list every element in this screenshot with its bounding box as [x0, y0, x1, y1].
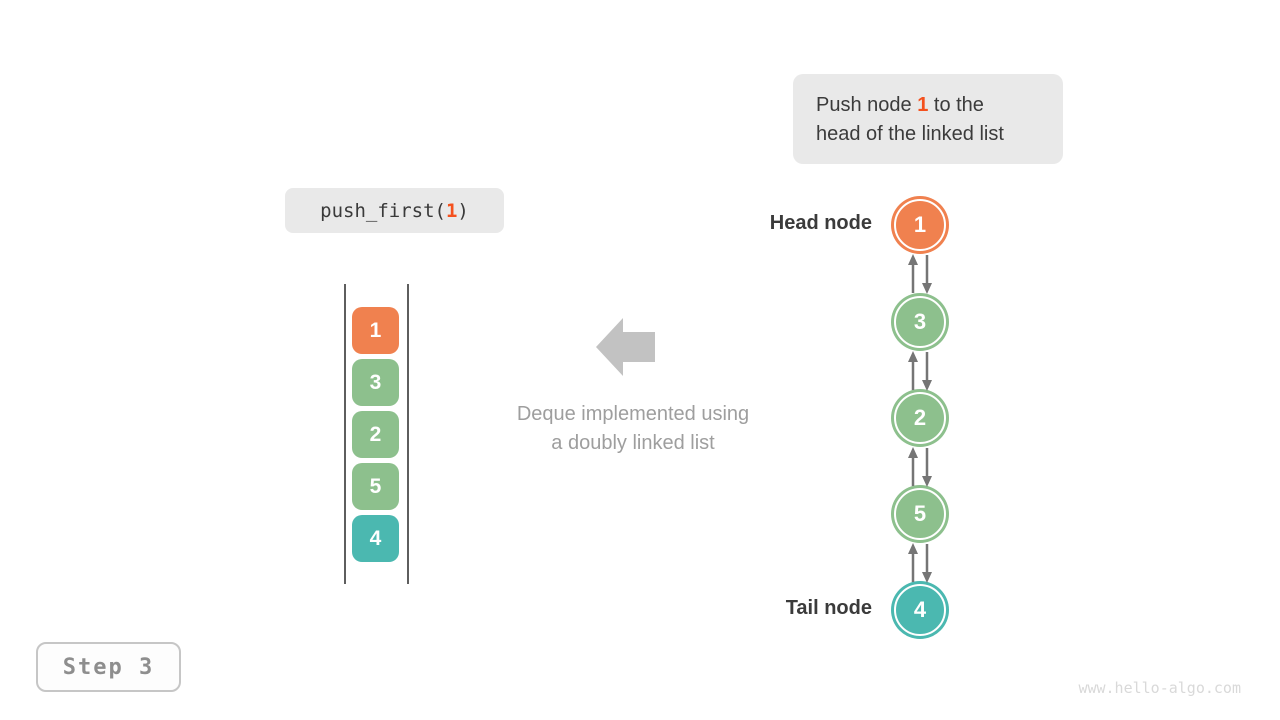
callout-push-node: Push node 1 to the head of the linked li…	[793, 74, 1063, 164]
code-fn-close: )	[457, 199, 469, 222]
caption-line2: a doubly linked list	[551, 432, 715, 454]
stack-cell: 2	[352, 411, 399, 458]
list-node: 1	[894, 199, 946, 251]
deque-rail-left	[344, 284, 346, 584]
callout-line1: Push node 1 to the	[816, 91, 1063, 120]
step-badge: Step 3	[36, 642, 181, 692]
list-node: 2	[894, 392, 946, 444]
deque-rail-right	[407, 284, 409, 584]
left-arrow-icon	[596, 318, 655, 376]
stack-cell: 5	[352, 463, 399, 510]
caption-line1: Deque implemented using	[516, 403, 750, 425]
caption: Deque implemented using a doubly linked …	[450, 400, 816, 458]
stack-cell: 4	[352, 515, 399, 562]
stack-cell: 1	[352, 307, 399, 354]
callout-highlight-value: 1	[917, 94, 929, 116]
head-node-label: Head node	[769, 212, 872, 234]
list-node: 3	[894, 296, 946, 348]
callout-text-before: Push node	[816, 94, 918, 116]
callout-line2: head of the linked list	[816, 123, 1004, 145]
bidirectional-arrow-icon	[908, 447, 932, 487]
watermark: www.hello-algo.com	[1078, 679, 1241, 697]
callout-text-after: to the	[928, 94, 984, 116]
list-node: 4	[894, 584, 946, 636]
tail-node-label: Tail node	[785, 597, 872, 619]
bidirectional-arrow-icon	[908, 351, 932, 391]
code-chip-push-first: push_first(1)	[285, 188, 504, 233]
list-node: 5	[894, 488, 946, 540]
code-fn-open: push_first(	[320, 199, 446, 222]
bidirectional-arrow-icon	[908, 543, 932, 583]
code-arg-value: 1	[445, 199, 458, 222]
bidirectional-arrow-icon	[908, 254, 932, 294]
stack-cell: 3	[352, 359, 399, 406]
